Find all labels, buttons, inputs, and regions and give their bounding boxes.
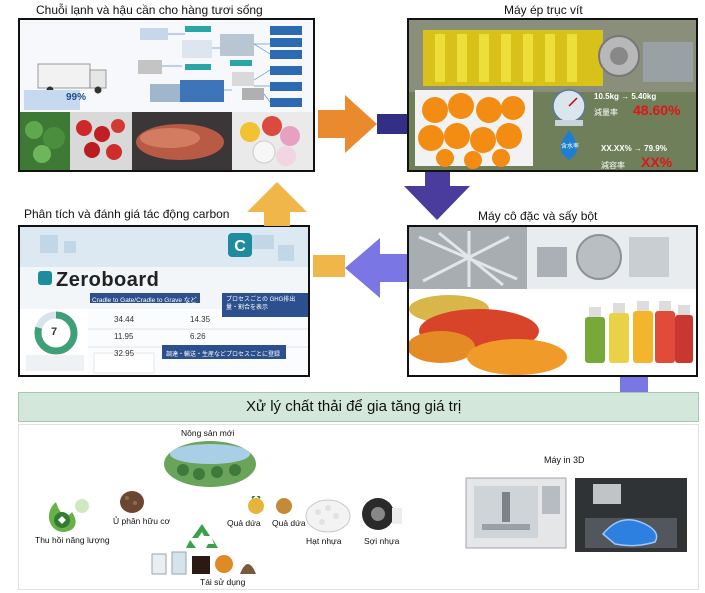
- arrow-cold-chain-to-juicer: [318, 95, 377, 153]
- fiber-label: Sợi nhựa: [364, 536, 400, 546]
- pellets-label: Hạt nhựa: [306, 536, 342, 546]
- carbon-title: Phân tích và đánh giá tác động carbon: [24, 207, 230, 221]
- value-2: 14.35: [190, 315, 211, 324]
- carbon-panel: C Zeroboard Cradle to Gate/Cradle to Gra…: [18, 225, 310, 377]
- arrow-gold-stub: [313, 255, 345, 277]
- reduction-value: 48.60%: [633, 102, 681, 118]
- value-4: 6.26: [190, 332, 206, 341]
- weight-change: 10.5kg → 5.40kg: [594, 92, 657, 101]
- compost-icon: [120, 491, 144, 513]
- printer-label: Máy in 3D: [544, 455, 585, 465]
- svg-text:C: C: [234, 238, 246, 255]
- juicer-panel: 10.5kg → 5.40kg 減量率 48.60% 含水率 XX.XX% → …: [407, 18, 698, 172]
- moisture-value: XX%: [641, 154, 673, 170]
- value-1: 34.44: [114, 315, 135, 324]
- fresh-produce-label: Nông sản mới: [181, 428, 235, 438]
- jp-box-2: 調達・輸送・生産などプロセスごとに登録: [166, 352, 281, 358]
- scale-icon: [552, 89, 586, 126]
- fruit-label-2: Quả dứa: [272, 518, 306, 528]
- reuse-label: Tái sử dụng: [200, 577, 246, 587]
- value-3: 11.95: [114, 332, 134, 341]
- dryer-title: Máy cô đặc và sấy bột: [478, 209, 598, 223]
- water-drop-icon: [560, 130, 578, 160]
- compost-label: Ủ phân hữu cơ: [113, 516, 171, 526]
- reduction-label: 減量率: [594, 108, 618, 117]
- dryer-panel: [407, 225, 698, 377]
- waste-banner: [18, 392, 699, 422]
- donut-value: 7: [51, 326, 58, 338]
- moisture-label: 含水率: [561, 144, 580, 150]
- jp-box-1: プロセスごとの GHG排出量・割合を表示: [226, 297, 296, 311]
- tagline: Cradle to Gate/Cradle to Grave など: [92, 297, 197, 304]
- plastic-pellets-icon: [305, 499, 351, 533]
- logistics-diagram: [20, 26, 313, 170]
- arrow-carbon-to-cold-chain: [247, 182, 307, 226]
- juice-bottles: [585, 301, 693, 363]
- fruit-label-1: Quả dứa: [227, 518, 261, 528]
- cold-chain-badge: 99%: [66, 92, 87, 103]
- pineapple-field-photo: [164, 441, 256, 487]
- juicer-title: Máy ép trục vít: [504, 3, 583, 17]
- waste-banner-text: Xử lý chất thải để gia tăng giá trị: [246, 398, 462, 415]
- dryer-photos: [409, 227, 696, 375]
- reuse-items-icon: [151, 551, 256, 575]
- filament-spool-icon: [362, 498, 402, 530]
- cold-chain-title: Chuỗi lạnh và hậu cần cho hàng tươi sống: [36, 3, 263, 17]
- arrow-juicer-to-dryer: [404, 172, 470, 220]
- recycle-icon: [186, 524, 218, 548]
- screw-press-photo: [409, 20, 696, 170]
- 3d-print-part-photo: [575, 478, 687, 552]
- arrow-navy-stub: [377, 114, 407, 134]
- pineapple-fruit-icons: [248, 496, 292, 514]
- brand-name: Zeroboard: [56, 269, 160, 291]
- value-5: 32.95: [114, 349, 135, 358]
- moisture-sub-label: 減容率: [601, 161, 625, 170]
- energy-recovery-icon: [48, 499, 89, 532]
- cold-chain-panel: 99%: [18, 18, 315, 172]
- moisture-range: XX.XX% → 79.9%: [601, 144, 667, 153]
- energy-label: Thu hồi năng lượng: [35, 535, 110, 545]
- arrow-dryer-to-carbon: [345, 238, 407, 298]
- zeroboard-screen: C: [20, 227, 308, 375]
- 3d-printer-photo: [465, 477, 567, 549]
